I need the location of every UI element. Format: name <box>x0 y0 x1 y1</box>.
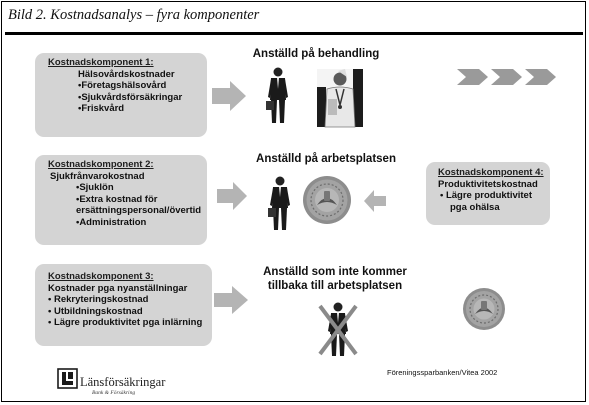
scenario-treatment-label: Anställd på behandling <box>252 48 380 60</box>
component-4-line-1: Produktivitetskostnad <box>438 178 538 190</box>
component-3-line-2: • Rekryteringskostnad <box>48 294 149 306</box>
component-2-line-1: Sjukfrånvarokostnad <box>50 170 145 182</box>
arrow-component-3 <box>214 286 248 314</box>
arrow-component-2 <box>217 182 247 210</box>
doctor-icon <box>317 69 363 128</box>
component-1-heading: Kostnadskomponent 1: <box>48 57 154 68</box>
cost-component-4-box: Kostnadskomponent 4: Produktivitetskostn… <box>426 162 550 225</box>
component-2-line-2: •Sjuklön <box>76 182 114 194</box>
cost-component-2-box: Kostnadskomponent 2: Sjukfrånvarokostnad… <box>35 155 207 245</box>
component-1-line-3: •Sjukvårdsförsäkringar <box>78 91 183 103</box>
lansforsakringar-logo-icon <box>57 368 78 389</box>
chevron-arrows-icon <box>457 69 556 85</box>
scenario-not-returning-line-1: Anställd som inte kommer <box>263 266 407 278</box>
logo-tagline: Bank & Försäkring <box>92 390 136 396</box>
scenario-at-work-label: Anställd på arbetsplatsen <box>256 153 396 165</box>
scenario-not-returning-line-2: tillbaka till arbetsplatsen <box>267 280 403 292</box>
component-3-line-1: Kostnader pga nyanställningar <box>48 282 188 294</box>
component-2-heading: Kostnadskomponent 2: <box>48 159 154 170</box>
arrow-component-1 <box>212 81 246 111</box>
component-4-heading: Kostnadskomponent 4: <box>438 167 544 178</box>
figure-title: Bild 2. Kostnadsanalys – fyra komponente… <box>8 7 260 23</box>
employee-at-work-icon <box>268 176 290 230</box>
component-4-line-2: • Lägre produktivitet <box>440 190 533 202</box>
title-divider <box>5 32 583 35</box>
component-1-line-2: •Företagshälsovård <box>78 80 167 92</box>
component-3-line-4: • Lägre produktivitet pga inlärning <box>48 317 203 329</box>
component-1-line-1: Hälsovårdskostnader <box>78 68 175 80</box>
component-2-line-4: ersättningspersonal/övertid <box>76 205 202 217</box>
coin-icon-2 <box>463 288 505 330</box>
component-2-line-3: •Extra kostnad för <box>76 193 158 205</box>
cost-component-1-box: Kostnadskomponent 1: Hälsovårdskostnader… <box>35 53 207 137</box>
cost-component-3-box: Kostnadskomponent 3: Kostnader pga nyans… <box>35 264 212 346</box>
departed-employee-icon <box>318 302 358 356</box>
component-4-line-3: pga ohälsa <box>450 201 500 213</box>
source-credit: Föreningssparbanken/Vitea 2002 <box>387 368 498 377</box>
logo-wordmark: Länsförsäkringar <box>80 375 166 389</box>
component-3-heading: Kostnadskomponent 3: <box>48 271 154 282</box>
arrow-component-4 <box>364 190 386 212</box>
employee-icon <box>266 67 288 123</box>
component-1-line-4: •Friskvård <box>78 103 125 115</box>
coin-icon <box>303 176 351 224</box>
component-2-line-5: •Administration <box>76 216 147 228</box>
scenario-not-returning-label: Anställd som inte kommer tillbaka till a… <box>255 265 415 293</box>
component-3-line-3: • Utbildningskostnad <box>48 305 143 317</box>
